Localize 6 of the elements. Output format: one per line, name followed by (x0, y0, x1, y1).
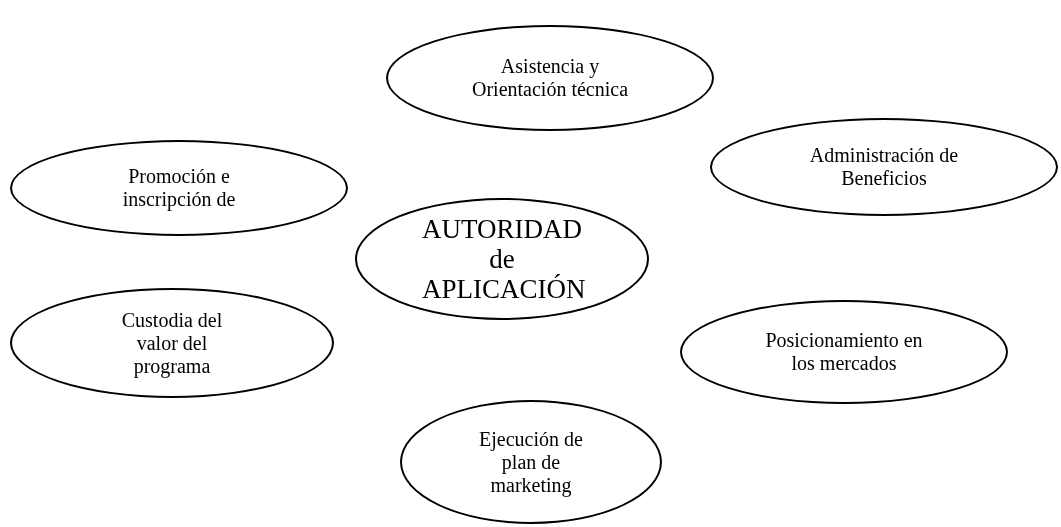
node-label: Promoción e inscripción de (121, 165, 237, 211)
node-label: Ejecución de plan de marketing (478, 427, 584, 497)
node-label: Asistencia y Orientación técnica (471, 55, 629, 101)
node-label: Posicionamiento en los mercados (764, 329, 924, 375)
node-label: Custodia del valor del programa (120, 308, 224, 378)
node-label: Administración de Beneficios (808, 144, 960, 190)
